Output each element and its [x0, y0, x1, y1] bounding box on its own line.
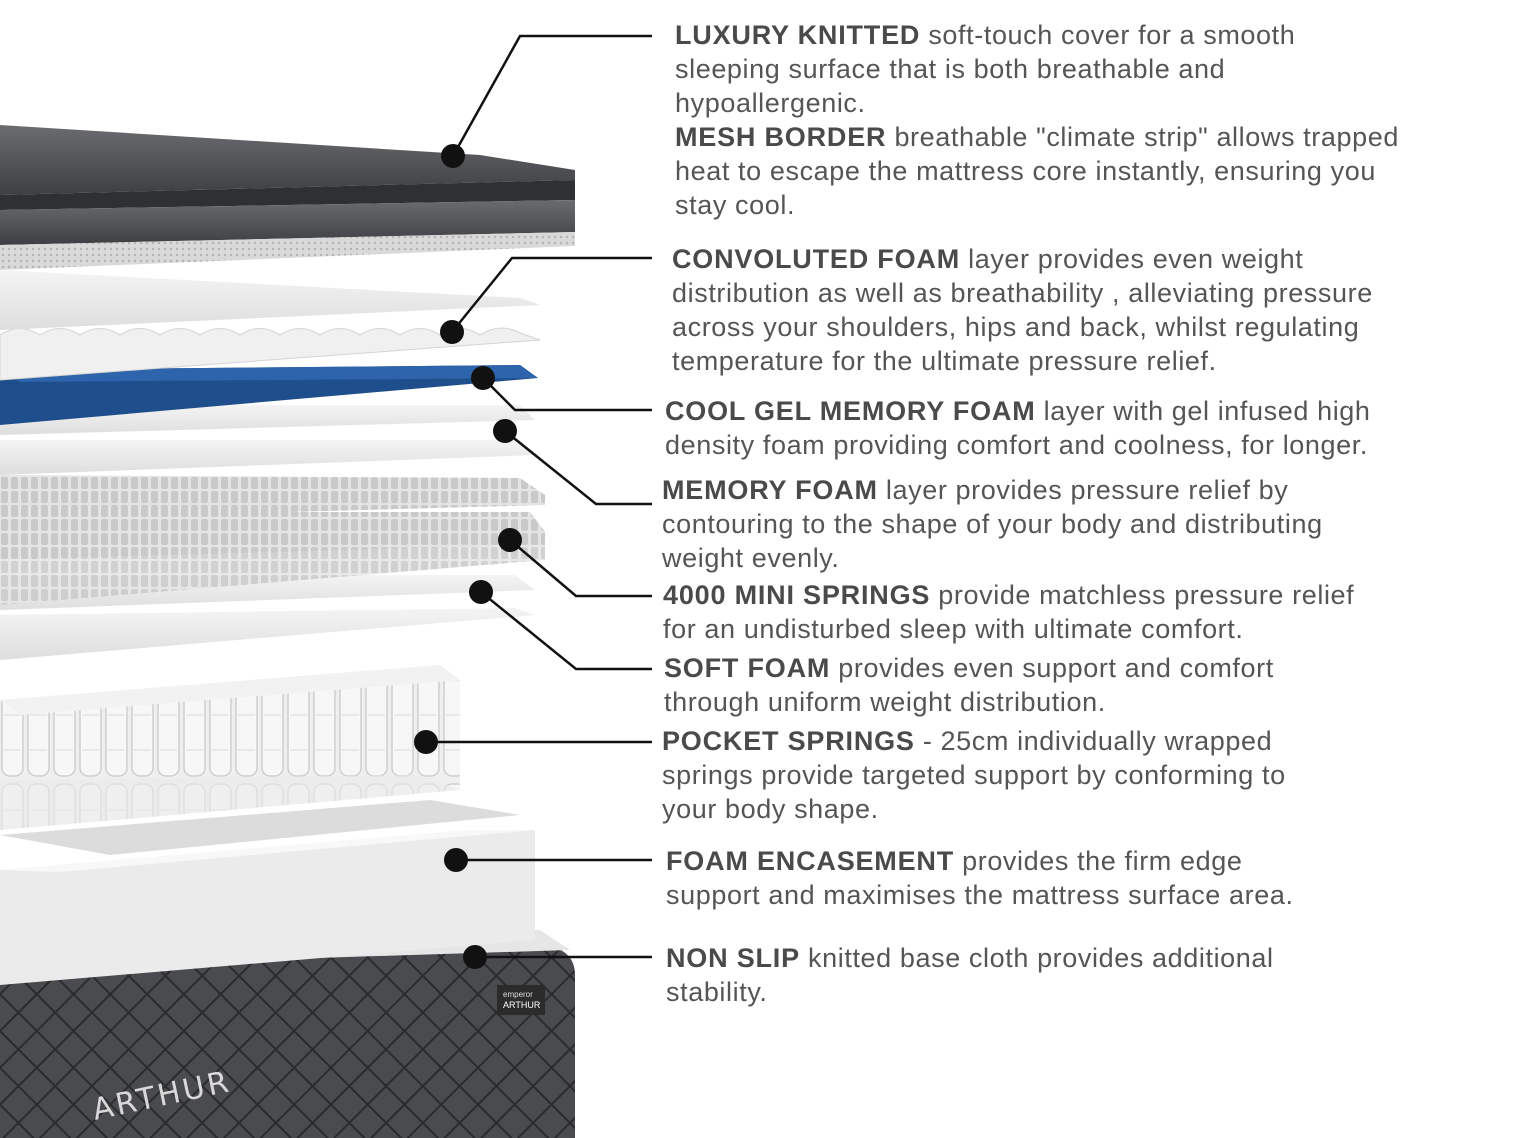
label-text: provides even support and comfort — [838, 653, 1274, 683]
label-text: for an undisturbed sleep with ultimate c… — [663, 614, 1244, 644]
label-title: COOL GEL MEMORY FOAM — [665, 396, 1036, 426]
label-text: stability. — [666, 977, 768, 1007]
label-title: MEMORY FOAM — [662, 475, 878, 505]
label-text: layer provides pressure relief by — [885, 475, 1289, 505]
pocket-springs-layer — [0, 665, 460, 830]
label-title: 4000 MINI SPRINGS — [663, 580, 931, 610]
leader-line-convoluted — [451, 256, 652, 333]
label-title: NON SLIP — [666, 943, 800, 973]
foam-encasement-layer — [0, 800, 535, 985]
label-text: distribution as well as breathability , … — [672, 278, 1373, 308]
label-text: springs provide targeted support by conf… — [662, 760, 1286, 790]
dot-gel — [471, 366, 495, 390]
label-title: CONVOLUTED FOAM — [672, 244, 960, 274]
label-text: across your shoulders, hips and back, wh… — [672, 312, 1360, 342]
label-text: through uniform weight distribution. — [664, 687, 1106, 717]
dot-convoluted — [440, 320, 464, 344]
label-title: FOAM ENCASEMENT — [666, 846, 954, 876]
brand-tag-top: emperor — [503, 990, 533, 999]
label-mesh-border: MESH BORDER breathable "climate strip" a… — [675, 120, 1399, 222]
label-soft-foam: SOFT FOAM provides even support and comf… — [664, 651, 1274, 719]
leader-lines — [426, 34, 652, 959]
label-title: LUXURY KNITTED — [675, 20, 921, 50]
label-luxury-knitted: LUXURY KNITTED soft-touch cover for a sm… — [675, 18, 1295, 120]
label-text: density foam providing comfort and cooln… — [665, 430, 1368, 460]
label-cool-gel-memory-foam: COOL GEL MEMORY FOAM layer with gel infu… — [665, 394, 1371, 462]
luxury-knitted-cover-layer — [0, 125, 575, 270]
label-text: contouring to the shape of your body and… — [662, 509, 1323, 539]
dot-soft-foam — [469, 580, 493, 604]
label-non-slip: NON SLIP knitted base cloth provides add… — [666, 941, 1274, 1009]
leader-line-soft-foam — [480, 591, 652, 671]
dot-non-slip — [463, 945, 487, 969]
label-text: provides the firm edge — [962, 846, 1243, 876]
label-title: MESH BORDER — [675, 122, 887, 152]
label-text: provide matchless pressure relief — [938, 580, 1355, 610]
label-memory-foam: MEMORY FOAM layer provides pressure reli… — [662, 473, 1323, 575]
leader-line-mini-springs — [509, 539, 652, 598]
mini-springs-layer — [0, 475, 545, 605]
leader-line-gel — [482, 377, 652, 412]
label-title: POCKET SPRINGS — [662, 726, 915, 756]
label-text: stay cool. — [675, 190, 796, 220]
label-text: knitted base cloth provides additional — [808, 943, 1274, 973]
brand-tag-bottom: ARTHUR — [503, 1000, 541, 1010]
label-text: heat to escape the mattress core instant… — [675, 156, 1376, 186]
convoluted-foam-layer — [0, 270, 541, 381]
label-text: layer provides even weight — [968, 244, 1304, 274]
label-convoluted-foam: CONVOLUTED FOAM layer provides even weig… — [672, 242, 1373, 378]
label-text: your body shape. — [662, 794, 879, 824]
label-text: hypoallergenic. — [675, 88, 866, 118]
label-text: sleeping surface that is both breathable… — [675, 54, 1226, 84]
label-text: support and maximises the mattress surfa… — [666, 880, 1294, 910]
dot-pocket — [414, 730, 438, 754]
leader-line-memory — [504, 430, 652, 506]
label-pocket-springs: POCKET SPRINGS - 25cm individually wrapp… — [662, 724, 1286, 826]
label-title: SOFT FOAM — [664, 653, 831, 683]
label-text: breathable "climate strip" allows trappe… — [894, 122, 1399, 152]
leader-line-cover — [451, 34, 652, 157]
label-text: weight evenly. — [662, 543, 840, 573]
label-text: - 25cm individually wrapped — [922, 726, 1273, 756]
brand-tag — [497, 985, 545, 1015]
label-text: layer with gel infused high — [1043, 396, 1371, 426]
dot-memory — [493, 419, 517, 443]
label-text: temperature for the ultimate pressure re… — [672, 346, 1217, 376]
label-foam-encasement: FOAM ENCASEMENT provides the firm edge s… — [666, 844, 1294, 912]
dot-mini-springs — [498, 528, 522, 552]
dot-cover — [441, 144, 465, 168]
label-mini-springs: 4000 MINI SPRINGS provide matchless pres… — [663, 578, 1354, 646]
label-text: soft-touch cover for a smooth — [928, 20, 1296, 50]
dot-encasement — [444, 848, 468, 872]
leader-dots — [414, 144, 522, 969]
